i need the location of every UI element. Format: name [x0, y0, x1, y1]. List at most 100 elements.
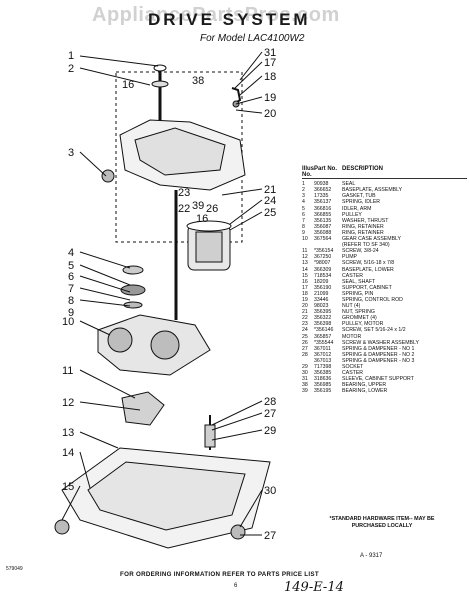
parts-cell-desc: PULLEY	[342, 211, 362, 218]
parts-cell-part: 90938	[314, 181, 329, 188]
spring-dampener	[204, 424, 216, 448]
parts-cell-no: 8	[302, 223, 305, 230]
parts-cell-part: 356322	[314, 315, 332, 322]
hardware-note: *STANDARD HARDWARE ITEM-- MAY BE PURCHAS…	[329, 516, 435, 529]
pump	[121, 391, 165, 426]
parts-cell-no: 9	[302, 229, 305, 236]
parts-cell-part: 366652	[314, 187, 332, 194]
parts-row: 8 356087 RING, RETAINER	[302, 224, 467, 230]
parts-cell-part: 367250	[314, 254, 332, 261]
parts-cell-part: 356385	[314, 370, 332, 377]
parts-cell-part: 717398	[314, 364, 332, 370]
parts-cell-desc: (REFER TO SF 340)	[342, 242, 390, 249]
parts-cell-desc: SPRING & DAMPENER - NO 1	[342, 345, 415, 352]
parts-cell-desc: SEAL	[342, 181, 356, 188]
model-subtitle: For Model LAC4100W2	[200, 33, 305, 44]
parts-cell-no: 24	[302, 327, 308, 334]
parts-cell-part: 365857	[314, 333, 332, 340]
ordering-info: FOR ORDERING INFORMATION REFER TO PARTS …	[120, 571, 319, 578]
figure-code: A - 9317	[360, 553, 383, 559]
callout-27: 27	[264, 408, 276, 420]
parts-cell-desc: SLEEVE, CABINET SUPPORT	[342, 376, 414, 383]
parts-cell-part: 98023	[314, 303, 329, 310]
callout-22: 22	[178, 203, 190, 215]
parts-cell-no: 28	[302, 351, 308, 358]
inner-callouts: 16 38 23 39 22 26 16	[122, 75, 218, 225]
col-desc: DESCRIPTION	[342, 166, 384, 172]
parts-cell-part: 318636	[314, 376, 332, 383]
parts-cell-part: 718534	[314, 272, 332, 279]
parts-cell-part: 356398	[314, 321, 332, 328]
callout-16b: 16	[196, 213, 208, 225]
parts-cell-desc: SCREW, 3/8-24	[342, 248, 379, 255]
parts-cell-part: *356154	[314, 248, 334, 255]
callout-8: 8	[68, 295, 74, 307]
parts-cell-no: 15	[302, 272, 308, 279]
parts-cell-desc: BASEPLATE, LOWER	[342, 266, 394, 273]
parts-row: (REFER TO SF 340)	[302, 242, 467, 248]
parts-cell-desc: SCREW & WASHER ASSEMBLY	[342, 339, 419, 346]
callout-28: 28	[264, 396, 276, 408]
parts-cell-no: 4	[302, 199, 305, 206]
callout-30: 30	[264, 485, 276, 497]
callout-24: 24	[264, 195, 276, 207]
parts-cell-no: 11	[302, 248, 308, 255]
parts-cell-no: 23	[302, 321, 308, 328]
callout-29: 29	[264, 425, 276, 437]
callout-21: 21	[264, 184, 276, 196]
parts-cell-part: 356087	[314, 223, 332, 230]
parts-cell-part: 356088	[314, 229, 332, 236]
col-no: Illus. No.	[302, 166, 316, 179]
parts-cell-desc: RING, RETAINER	[342, 229, 384, 236]
parts-row: 14 366309 BASEPLATE, LOWER	[302, 267, 467, 273]
callout-27b: 27	[264, 530, 276, 542]
callout-7: 7	[68, 283, 74, 295]
tub-gasket	[101, 169, 115, 183]
callout-17: 17	[264, 57, 276, 69]
parts-cell-no: 13	[302, 260, 308, 267]
parts-cell-no: 14	[302, 266, 308, 273]
parts-cell-desc: WASHER, THRUST	[342, 217, 389, 224]
parts-cell-part: *98007	[314, 260, 331, 267]
parts-cell-desc: SEAL, SHAFT	[342, 278, 376, 285]
parts-cell-desc: RING, RETAINER	[342, 223, 384, 230]
parts-cell-no: 21	[302, 309, 308, 316]
parts-cell-part: 356395	[314, 309, 332, 316]
parts-cell-desc: SCREW, 5/16-18 x 7/8	[342, 260, 395, 267]
parts-cell-desc: PUMP	[342, 254, 357, 261]
parts-cell-part: 366309	[314, 266, 332, 273]
callout-2: 2	[68, 63, 74, 75]
parts-cell-part: 17335	[314, 193, 329, 200]
right-callouts: 31 17 18 19 20 21 24 25 28 27 29 30 27	[264, 47, 276, 542]
parts-cell-part: 366855	[314, 211, 332, 218]
parts-cell-no: 7	[302, 217, 305, 224]
parts-cell-part: 367012	[314, 351, 332, 358]
parts-cell-desc: SPRING, IDLER	[342, 199, 381, 206]
parts-cell-desc: GEAR CASE ASSEMBLY	[342, 236, 402, 243]
parts-cell-desc: SUPPORT, CABINET	[342, 284, 392, 291]
parts-cell-part: 367564	[314, 236, 332, 243]
